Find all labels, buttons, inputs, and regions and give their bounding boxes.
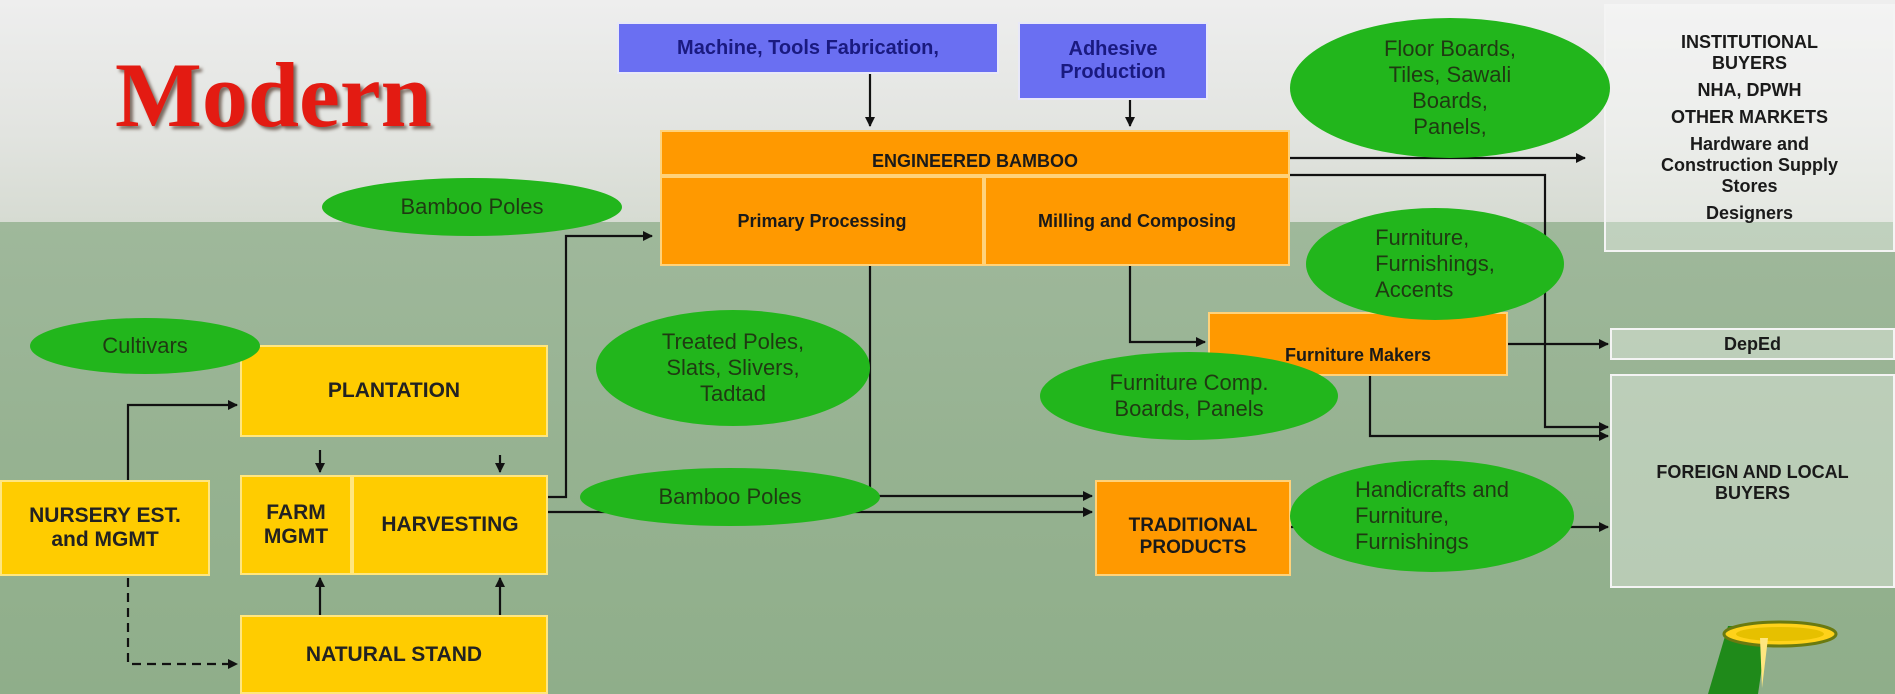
bamboo-poles-bottom-ellipse: Bamboo Poles — [580, 468, 880, 526]
traditional-products-label: TRADITIONAL PRODUCTS — [1128, 515, 1258, 558]
nursery-box: NURSERY EST. and MGMT — [0, 480, 210, 576]
harvesting-box: HARVESTING — [352, 475, 548, 575]
buyer-designers: Designers — [1705, 203, 1794, 223]
furniture-makers-label: Furniture Makers — [1284, 345, 1432, 365]
buyer-institutional: INSTITUTIONAL BUYERS — [1681, 32, 1818, 73]
bamboo-poles-top-label: Bamboo Poles — [400, 194, 544, 219]
milling-composing-box: Milling and Composing — [984, 176, 1290, 266]
arrow-milling-to-furniture — [1128, 266, 1206, 347]
arrow-harvesting-to-primary — [548, 231, 653, 499]
foreign-local-label: FOREIGN AND LOCAL BUYERS — [1656, 462, 1849, 503]
adhesive-label: Adhesive Production — [1060, 38, 1166, 83]
machine-tools-box: Machine, Tools Fabrication, — [617, 22, 999, 74]
plantation-box: PLANTATION — [240, 345, 548, 437]
treated-poles-label: Treated Poles, Slats, Slivers, Tadtad — [661, 329, 805, 406]
milling-composing-label: Milling and Composing — [1038, 210, 1236, 231]
deped-label: DepEd — [1723, 333, 1781, 354]
handicrafts-ellipse: Handicrafts and Furniture, Furnishings — [1290, 460, 1574, 572]
buyer-hardware: Hardware and Construction Supply Stores — [1661, 134, 1838, 196]
treated-poles-ellipse: Treated Poles, Slats, Slivers, Tadtad — [596, 310, 870, 426]
machine-tools-label: Machine, Tools Fabrication, — [677, 36, 939, 59]
primary-processing-label: Primary Processing — [737, 210, 907, 231]
nursery-label: NURSERY EST. and MGMT — [29, 504, 181, 551]
cultivars-label: Cultivars — [102, 333, 188, 358]
arrow-nursery-to-plantation — [126, 400, 238, 480]
primary-processing-box: Primary Processing — [660, 176, 984, 266]
floor-boards-label: Floor Boards, Tiles, Sawali Boards, Pane… — [1383, 36, 1517, 139]
traditional-products-box: TRADITIONAL PRODUCTS — [1095, 480, 1291, 576]
buyer-nha-dpwh: NHA, DPWH — [1697, 80, 1802, 100]
deped-box: DepEd — [1610, 328, 1895, 360]
bamboo-poles-bottom-label: Bamboo Poles — [658, 484, 802, 509]
furniture-label: Furniture, Furnishings, Accents — [1375, 225, 1495, 302]
buyer-other-markets: OTHER MARKETS — [1671, 107, 1828, 127]
adhesive-box: Adhesive Production — [1018, 22, 1208, 100]
natural-stand-label: NATURAL STAND — [305, 642, 483, 666]
furniture-ellipse: Furniture, Furnishings, Accents — [1306, 208, 1564, 320]
natural-stand-box: NATURAL STAND — [240, 615, 548, 694]
farm-mgmt-label: FARM MGMT — [263, 501, 329, 548]
foreign-local-buyers-box: FOREIGN AND LOCAL BUYERS — [1610, 374, 1895, 588]
arrow-nursery-to-natural-stand — [126, 578, 238, 669]
engineered-bamboo-label: ENGINEERED BAMBOO — [871, 151, 1078, 171]
cultivars-ellipse: Cultivars — [30, 318, 260, 374]
furniture-comp-ellipse: Furniture Comp. Boards, Panels — [1040, 352, 1338, 440]
bamboo-logo-icon — [1708, 620, 1838, 694]
engineered-bamboo-box: ENGINEERED BAMBOO — [660, 130, 1290, 176]
furniture-comp-label: Furniture Comp. Boards, Panels — [1109, 370, 1269, 421]
harvesting-label: HARVESTING — [381, 513, 519, 536]
arrow-furniture-to-foreign — [1368, 376, 1609, 441]
arrow-engineered-to-foreign — [1290, 173, 1609, 432]
floor-boards-ellipse: Floor Boards, Tiles, Sawali Boards, Pane… — [1290, 18, 1610, 158]
page-title: Modern — [115, 44, 432, 146]
institutional-buyers-box: INSTITUTIONAL BUYERS NHA, DPWH OTHER MAR… — [1604, 4, 1895, 252]
furniture-makers-box: Furniture Makers — [1208, 312, 1508, 376]
handicrafts-label: Handicrafts and Furniture, Furnishings — [1354, 477, 1510, 554]
bamboo-poles-top-ellipse: Bamboo Poles — [322, 178, 622, 236]
plantation-label: PLANTATION — [327, 379, 461, 402]
farm-mgmt-box: FARM MGMT — [240, 475, 352, 575]
